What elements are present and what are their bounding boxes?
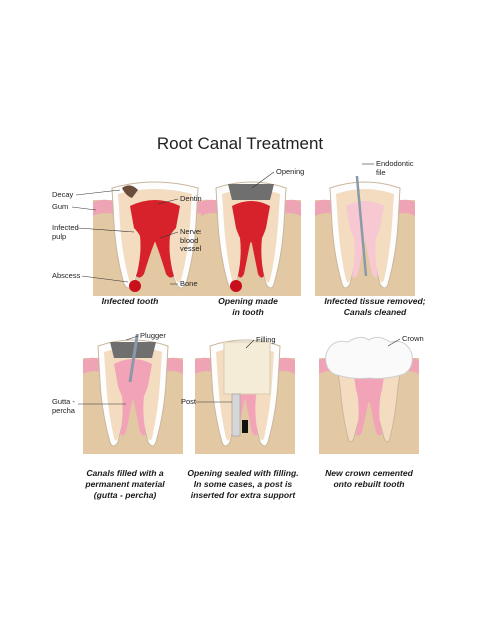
page-title: Root Canal Treatment (156, 134, 324, 153)
label-plugger: Plugger (140, 331, 166, 340)
support-post (231, 393, 241, 437)
caption-line: permanent material (85, 479, 165, 489)
label-filling: Filling (256, 335, 276, 344)
panel-new-crown (304, 334, 434, 466)
caption-line: inserted for extra support (190, 490, 296, 500)
caption-line: Infected tissue removed; (324, 296, 426, 306)
gutta-percha-fill (354, 374, 384, 436)
panel-opening-sealed (180, 334, 310, 466)
access-opening (110, 342, 156, 358)
tooth-opening-illustration (201, 181, 301, 296)
caption-line: Opening made (218, 296, 278, 306)
caption-line: (gutta - percha) (93, 490, 157, 500)
decay-spot (122, 185, 138, 198)
tooth-infected-illustration (93, 181, 217, 296)
label-decay: Decay (52, 190, 74, 199)
panel-canals-filled (68, 334, 198, 466)
caption-line: Canals cleaned (343, 307, 407, 317)
crown-cap (325, 336, 413, 379)
tooth-crown-illustration (319, 336, 419, 454)
label-infected-pulp: Infected pulp (52, 223, 79, 241)
label-abscess: Abscess (52, 271, 81, 280)
label-nerves: Nerves, blood vessels (180, 227, 206, 253)
abscess-blob (129, 280, 141, 292)
label-endodontic-file: Endodontic file (376, 159, 414, 177)
infected-pulp (130, 200, 180, 278)
caption-canals-cleaned: Infected tissue removed; Canals cleaned (300, 296, 450, 318)
caption-opening-sealed: Opening sealed with filling. In some cas… (168, 468, 318, 501)
cleaned-pulp (346, 201, 384, 278)
label-dentin: Dentin (180, 194, 202, 203)
infected-pulp (232, 201, 270, 278)
abscess-blob (230, 280, 242, 292)
label-bone: Bone (180, 279, 198, 288)
panel-canals-cleaned (300, 176, 430, 308)
panel-infected-tooth (90, 176, 220, 308)
label-crown: Crown (402, 334, 424, 343)
label-opening: Opening (276, 167, 305, 176)
caption-line: in tooth (232, 307, 264, 317)
label-gutta-percha: Gutta - percha (52, 397, 75, 415)
tooth-filled-illustration (83, 334, 183, 454)
caption-line: Opening sealed with filling. (187, 468, 299, 478)
tooth-cleaned-illustration (315, 176, 415, 296)
caption-line: In some cases, a post is (193, 479, 293, 489)
gutta-percha-fill (114, 359, 152, 436)
caption-line: Canals filled with a (86, 468, 164, 478)
caption-line: onto rebuilt tooth (333, 479, 405, 489)
tooth-sealed-illustration (195, 339, 295, 454)
caption-new-crown: New crown cemented onto rebuilt tooth (294, 468, 444, 490)
caption-canals-filled: Canals filled with a permanent material … (50, 468, 200, 501)
caption-opening-made: Opening made in tooth (173, 296, 323, 318)
caption-line: New crown cemented (325, 468, 413, 478)
label-gum: Gum (52, 202, 69, 211)
endodontic-file-shaft (355, 176, 368, 277)
caption-line: Infected tooth (101, 296, 159, 306)
caption-infected-tooth: Infected tooth (55, 296, 205, 307)
panel-opening-made (186, 176, 316, 308)
post-tip-mark (242, 420, 248, 433)
filling-block (223, 341, 271, 395)
access-opening (228, 184, 274, 200)
label-post: Post (181, 397, 197, 406)
